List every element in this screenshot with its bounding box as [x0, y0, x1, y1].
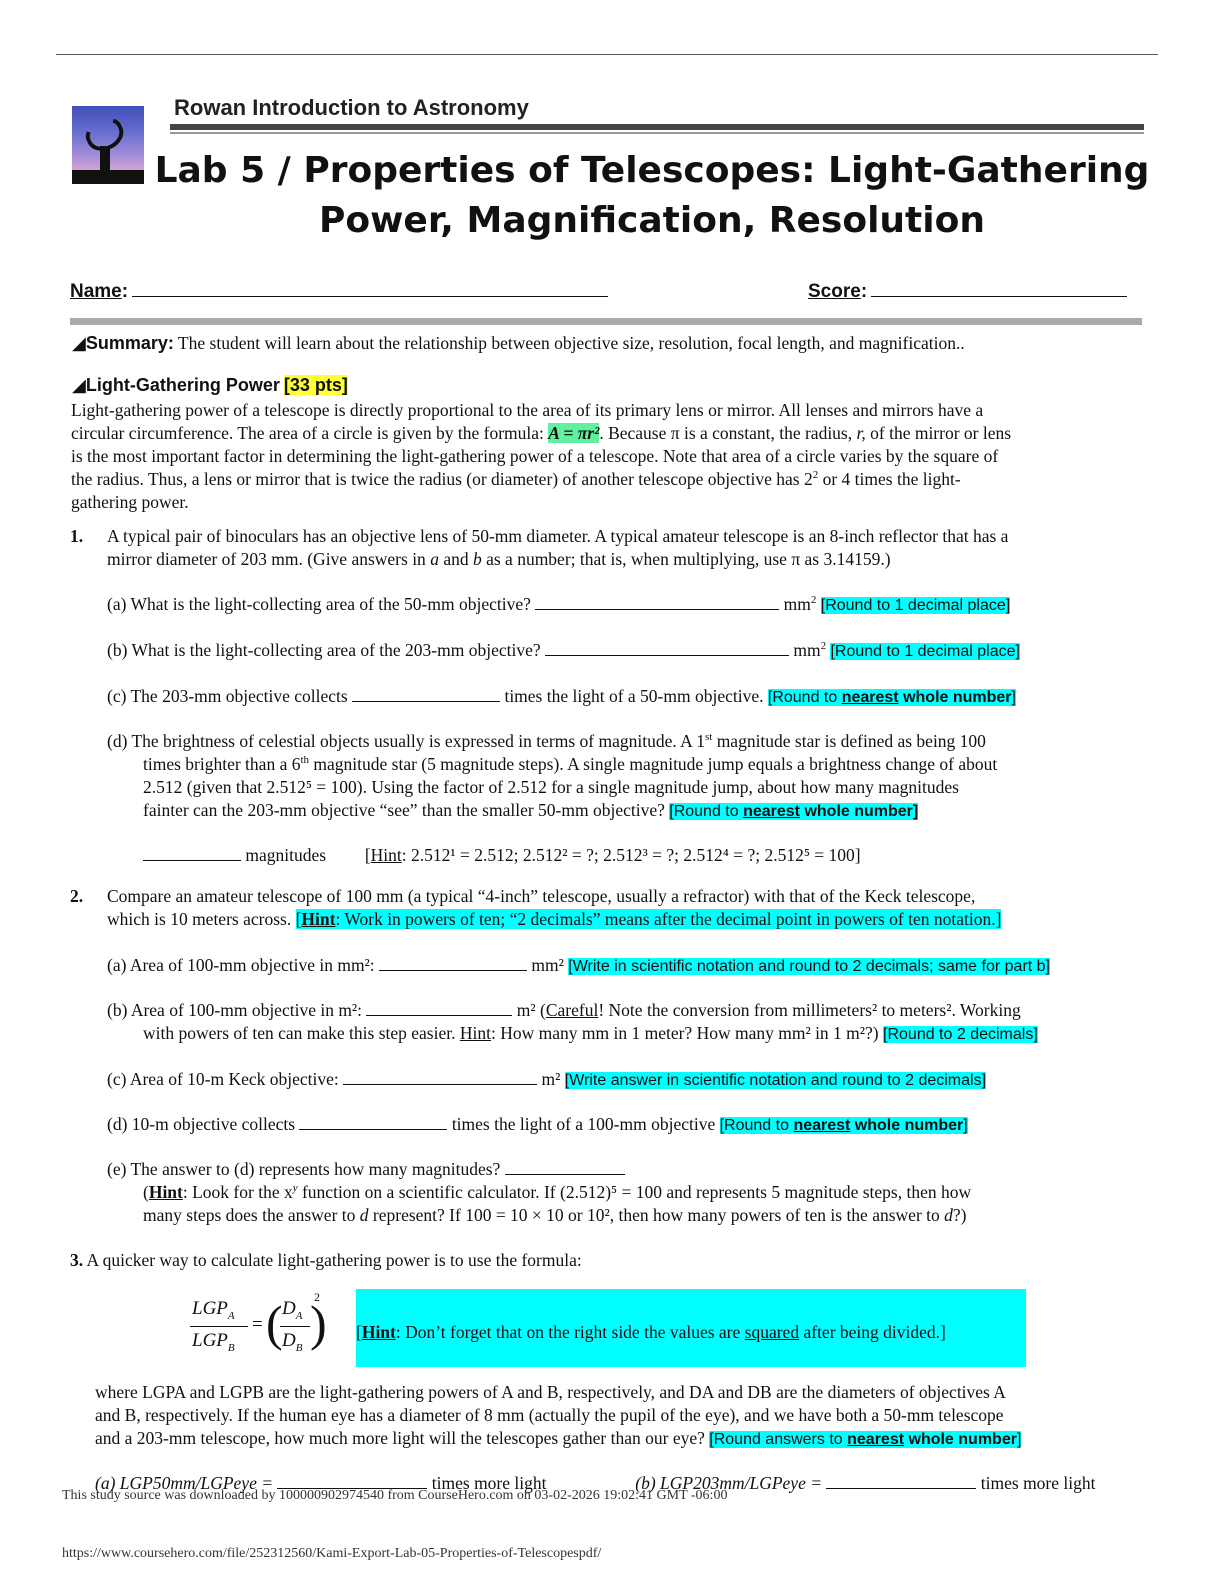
q1b-answer[interactable] [545, 639, 789, 656]
lgp-heading: ◢Light-Gathering Power [33 pts] [72, 375, 348, 395]
name-field[interactable] [132, 280, 609, 297]
q2b-answer[interactable] [366, 999, 513, 1016]
lgp-paragraph: Light-gathering power of a telescope is … [71, 400, 1012, 512]
q1a: (a) What is the light-collecting area of… [107, 593, 1011, 614]
q2e: (e) The answer to (d) represents how man… [107, 1158, 972, 1225]
name-row: Name: [70, 280, 609, 303]
q1-number: 1. [70, 526, 84, 546]
q3-hint-box [356, 1289, 1026, 1367]
q3b-answer[interactable] [826, 1472, 977, 1489]
summary: ◢Summary: The student will learn about t… [72, 333, 965, 353]
q2-number: 2. [70, 886, 84, 906]
q2a: (a) Area of 100-mm objective in mm²: mm²… [107, 954, 1050, 975]
q2c-hint: [Write answer in scientific notation and… [564, 1072, 987, 1089]
triangle-icon: ◢ [72, 333, 86, 353]
q1-stem: A typical pair of binoculars has an obje… [107, 526, 1009, 569]
points-badge: [33 pts] [283, 375, 348, 395]
q1d: (d) The brightness of celestial objects … [107, 731, 998, 820]
q1d-hint: [Round to nearest whole number] [669, 803, 919, 820]
q3-answers: (a) LGP50mm/LGPeye = times more light (b… [95, 1472, 1096, 1493]
q1b: (b) What is the light-collecting area of… [107, 639, 1020, 660]
download-notice: This study source was downloaded by 1000… [62, 1488, 728, 1503]
q1c: (c) The 203-mm objective collects times … [107, 685, 1016, 706]
source-url[interactable]: https://www.coursehero.com/file/25231256… [62, 1546, 602, 1561]
score-field[interactable] [871, 280, 1128, 297]
q1c-answer[interactable] [352, 685, 501, 702]
q3-body: where LGPA and LGPB are the light-gather… [95, 1382, 1022, 1448]
course-name: Rowan Introduction to Astronomy [174, 95, 529, 120]
q1c-hint: [Round to nearest whole number] [767, 689, 1016, 706]
q2b: (b) Area of 100-mm objective in m²: m² (… [107, 999, 1038, 1043]
q2d-answer[interactable] [299, 1113, 448, 1130]
page-title: Lab 5 / Properties of Telescopes: Light-… [154, 150, 1150, 241]
q2b-hint: [Round to 2 decimals] [883, 1026, 1038, 1043]
top-divider [56, 54, 1158, 55]
score-label: Score [808, 281, 861, 302]
q1d-answer-row: magnitudes [Hint: 2.512¹ = 2.512; 2.512²… [143, 844, 1163, 867]
q1a-answer[interactable] [535, 593, 780, 610]
q2d-hint: [Round to nearest whole number] [719, 1117, 968, 1134]
q3-hint: [Hint: Don’t forget that on the right si… [356, 1322, 946, 1342]
q1d-answer[interactable] [143, 844, 241, 861]
q2d: (d) 10-m objective collects times the li… [107, 1113, 968, 1134]
name-label: Name [70, 281, 122, 302]
score-row: Score: [808, 280, 1128, 303]
q1a-hint: [Round to 1 decimal place] [820, 597, 1011, 614]
q2a-hint: [Write in scientific notation and round … [568, 958, 1050, 975]
section-rule [70, 318, 1142, 325]
lgp-ratio-formula: LGPA LGPB = ( DA DB ) 2 [190, 1290, 327, 1354]
q3a-answer[interactable] [277, 1472, 428, 1489]
q2-stem: Compare an amateur telescope of 100 mm (… [107, 886, 1002, 929]
q2c: (c) Area of 10-m Keck objective: m² [Wri… [107, 1068, 987, 1089]
radio-telescope-logo [72, 106, 144, 184]
header-rule [170, 124, 1144, 130]
q3-stem: 3. A quicker way to calculate light-gath… [70, 1250, 582, 1270]
q3-round-hint: [Round answers to nearest whole number] [709, 1431, 1022, 1448]
q1b-hint: [Round to 1 decimal place] [830, 643, 1020, 660]
q2e-answer[interactable] [504, 1158, 625, 1175]
area-formula: A = πr² [548, 423, 600, 443]
q2c-answer[interactable] [343, 1068, 538, 1085]
q2a-answer[interactable] [379, 954, 528, 971]
